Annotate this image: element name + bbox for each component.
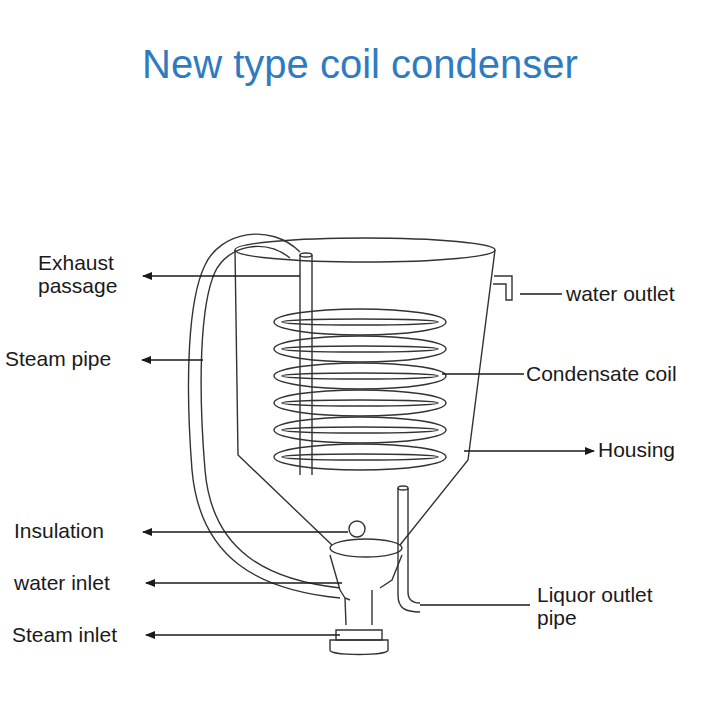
coil-winding [274,390,446,416]
coil-winding [274,309,446,335]
part-label: Condensate coil [526,362,716,385]
part-label: Exhaust passage [38,251,150,297]
coil-winding [282,346,438,352]
part-label: Housing [598,438,713,461]
coil-winding [274,336,446,362]
coil-winding [282,400,438,406]
coil-winding [274,363,446,389]
coil-winding [282,319,438,325]
part-label: Steam pipe [5,347,145,370]
part-label: water outlet [566,282,716,305]
coil-winding [282,427,438,433]
part-label: water inlet [14,571,149,594]
part-label: Steam inlet [12,623,147,646]
part-label: Liquor outlet pipe [537,583,677,629]
part-label: Insulation [14,519,144,542]
coil-winding [282,454,438,460]
title: New type coil condenser [0,42,720,86]
coil-winding [274,444,446,470]
coil-winding [274,417,446,443]
coil-winding [282,373,438,379]
